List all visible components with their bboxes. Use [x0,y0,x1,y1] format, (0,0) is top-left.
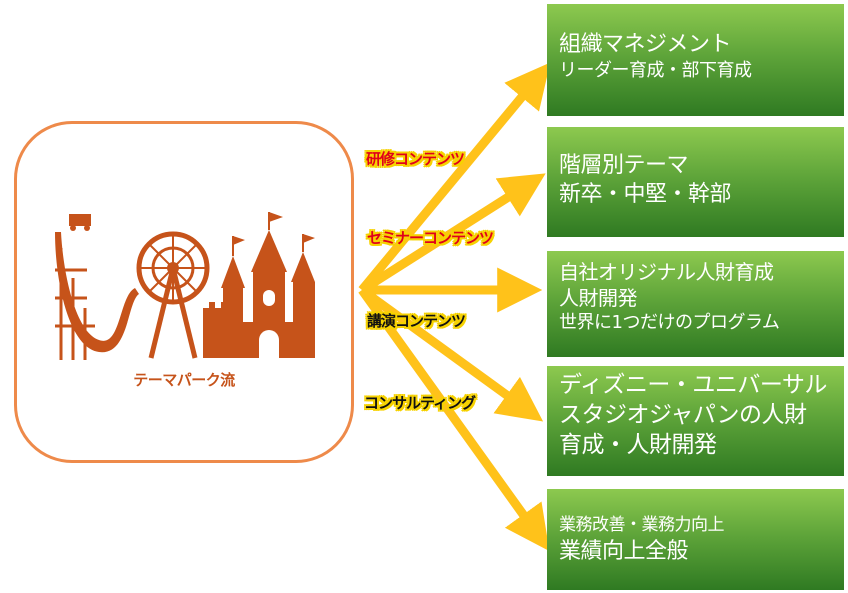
arrow-label-consulting: コンサルティング [364,394,476,412]
target-box-original-training: 自社オリジナル人財育成 人財開発 世界に1つだけのプログラム [547,251,844,357]
theme-park-icon [55,212,315,360]
target-box-line: 人財開発 [559,286,638,310]
target-box-line: 業績向上全般 [559,539,689,564]
hub-label: テーマパーク流 [133,371,235,389]
target-box-line: 新卒・中堅・幹部 [559,182,732,207]
target-box-line: 組織マネジメント [559,32,732,57]
theme-park-hub: テーマパーク流 [14,121,354,463]
arrow-to-organization-management [358,62,551,293]
target-box-line: スタジオジャパンの人財 [559,402,807,428]
target-box-tiered-themes: 階層別テーマ 新卒・中堅・幹部 [547,127,844,237]
target-box-business-improvement: 業務改善・業務力向上 業績向上全般 [547,489,844,590]
arrow-to-tiered-themes [359,173,546,294]
target-box-line: 育成・人財開発 [559,432,717,458]
target-box-disney-usj: ディズニー・ユニバーサル スタジオジャパンの人財 育成・人財開発 [547,366,844,476]
target-box-line: 世界に1つだけのプログラム [559,312,780,333]
arrow-label-training: 研修コンテンツ [366,150,465,168]
target-box-organization-management: 組織マネジメント リーダー育成・部下育成 [547,4,844,116]
target-box-line: 業務改善・業務力向上 [559,515,725,535]
arrow-label-lecture: 講演コンテンツ [367,312,466,330]
arrow-label-seminar: セミナーコンテンツ [367,229,494,247]
arrow-to-disney-usj [359,286,544,422]
target-box-line: リーダー育成・部下育成 [559,60,752,81]
target-box-line: ディズニー・ユニバーサル [559,372,827,398]
target-box-line: 階層別テーマ [559,153,689,178]
arrow-to-business-improvement [358,287,550,552]
target-box-line: 自社オリジナル人財育成 [559,260,774,284]
